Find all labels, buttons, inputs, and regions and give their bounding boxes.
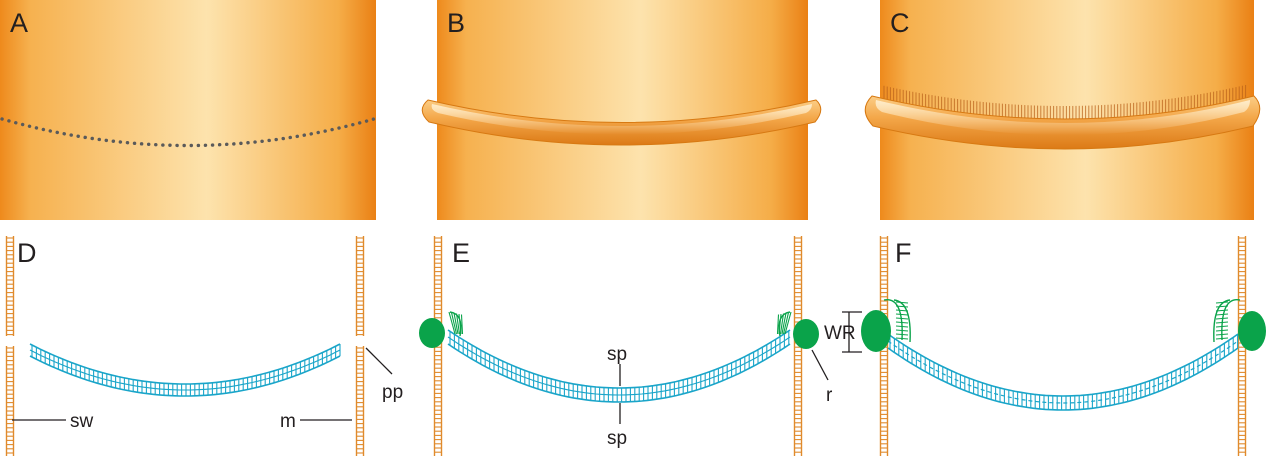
bottom-row: [5, 236, 1266, 456]
panel-label-c: C: [890, 8, 910, 38]
label-r: r: [826, 385, 833, 406]
septum: [29, 343, 341, 397]
ring-right: [1238, 311, 1266, 351]
division-site-dotted-line: [0, 117, 376, 148]
constriction-band: [421, 99, 822, 146]
label-m: m: [280, 411, 296, 432]
cell-body: [437, 0, 808, 220]
septum-end-left: [448, 311, 464, 337]
ring-left: [419, 318, 445, 348]
septum-end-right: [1213, 299, 1241, 343]
panel-a: [0, 0, 376, 220]
constriction-band: [864, 95, 1261, 150]
panel-label-e: E: [452, 238, 470, 268]
label-pp: pp: [382, 382, 403, 403]
panel-c: [864, 0, 1261, 220]
side-wall: [5, 236, 15, 456]
side-wall: [355, 236, 365, 456]
septum-end-left: [883, 299, 911, 343]
label-wr: WR: [824, 323, 856, 344]
ring-left: [861, 310, 891, 352]
ring-right: [793, 319, 819, 349]
band-highlight: [875, 100, 1250, 135]
panel-label-f: F: [895, 238, 912, 268]
cell-body: [0, 0, 376, 220]
label-sp-top: sp: [607, 344, 627, 365]
pp-leader-line: [365, 347, 393, 375]
label-sw: sw: [70, 411, 94, 432]
septum: [447, 329, 791, 403]
band-highlight: [431, 104, 812, 135]
label-sp-bottom: sp: [607, 428, 627, 449]
septum: [887, 333, 1239, 411]
panel-b: [421, 0, 822, 220]
panel-label-d: D: [17, 238, 37, 268]
panel-label-b: B: [447, 8, 465, 38]
panel-label-a: A: [10, 8, 28, 38]
r-leader-line: [811, 349, 829, 381]
septum-end-right: [776, 311, 792, 337]
